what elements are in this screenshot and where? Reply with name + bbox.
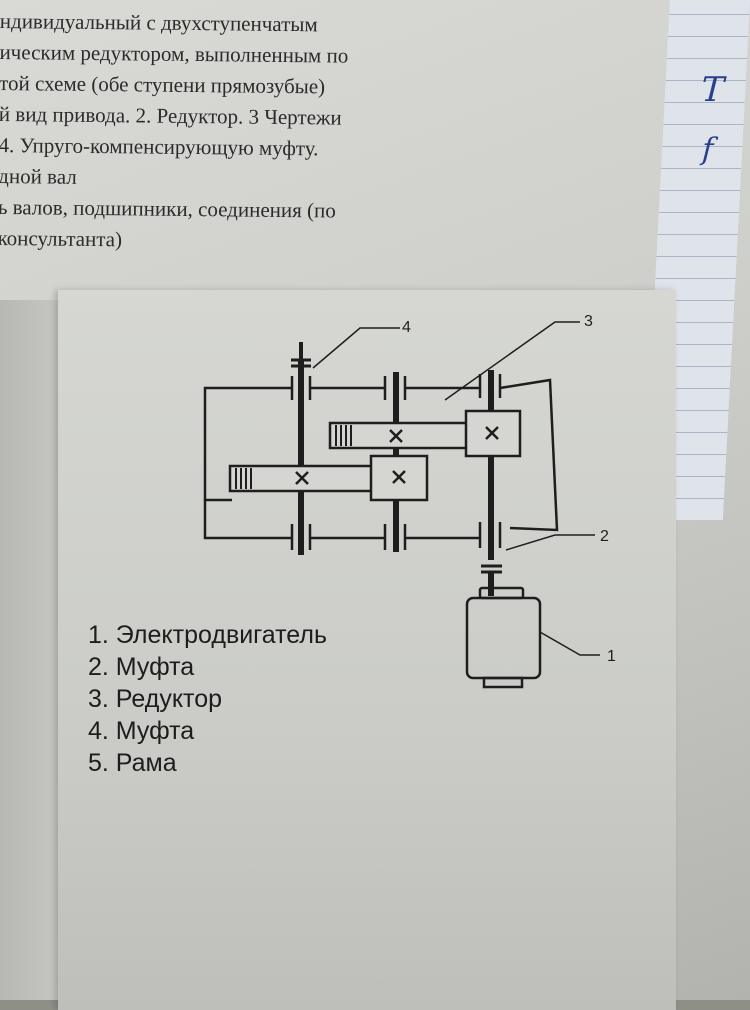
legend-item: 1. Электродвигатель: [88, 621, 327, 649]
callout-1: 1: [607, 648, 616, 665]
callout-2: 2: [600, 528, 609, 545]
legend-item: 4. Муфта: [88, 717, 195, 745]
legend-item: 5. Рама: [88, 749, 177, 777]
callout-lines: [312, 321, 600, 656]
electric-motor: [465, 586, 542, 689]
bearings: [290, 374, 502, 550]
legend-item: 3. Редуктор: [88, 685, 223, 713]
callout-3: 3: [584, 313, 593, 330]
callout-4: 4: [402, 319, 411, 336]
paper-sheet: [58, 290, 676, 1010]
coupling-4: [291, 342, 311, 372]
legend-item: 2. Муфта: [88, 653, 195, 681]
gear-pair-upper: [328, 409, 522, 458]
page-shadow: [0, 300, 60, 1000]
coupling-2: [481, 564, 502, 596]
gear-pair-lower: [228, 454, 429, 502]
frame: [203, 378, 559, 540]
legend: 1. Электродвигатель 2. Муфта 3. Редуктор…: [88, 619, 327, 779]
